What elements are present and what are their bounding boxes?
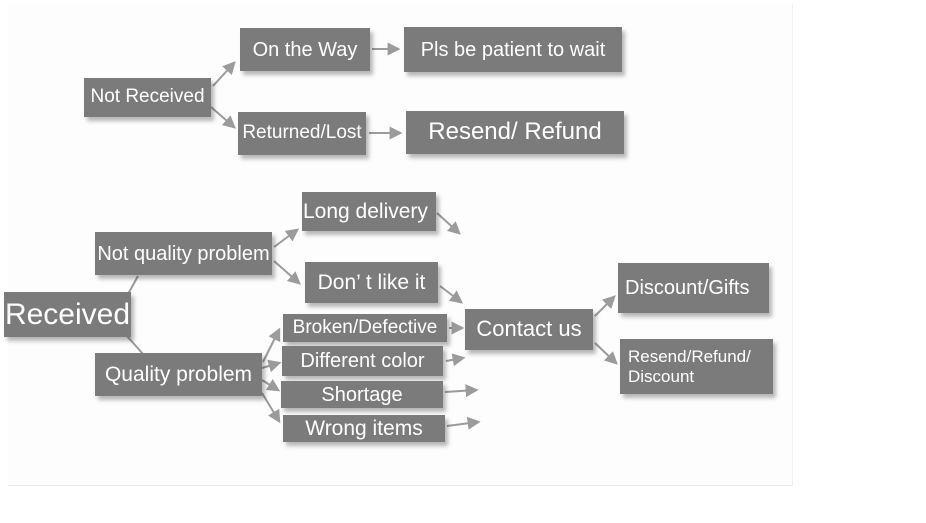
node-pls-be-patient: Pls be patient to wait [404, 27, 622, 72]
node-not-quality-problem: Not quality problem [95, 232, 272, 275]
node-discount-gifts: Discount/Gifts [618, 263, 769, 313]
node-wrong-items: Wrong items [283, 415, 445, 442]
node-different-color: Different color [282, 346, 443, 376]
node-long-delivery: Long delivery [302, 192, 436, 231]
node-dont-like-it: Don’ t like it [305, 262, 438, 303]
node-quality-problem: Quality problem [95, 353, 262, 396]
node-returned-lost: Returned/Lost [238, 112, 366, 155]
node-resend-refund: Resend/ Refund [406, 111, 624, 154]
node-on-the-way: On the Way [240, 28, 370, 71]
node-broken-defective: Broken/Defective [283, 314, 447, 342]
node-contact-us: Contact us [465, 309, 593, 350]
node-received: Received [4, 292, 131, 337]
node-shortage: Shortage [281, 381, 443, 408]
node-resend-refund-discount: Resend/Refund/ Discount [620, 339, 773, 394]
node-not-received: Not Received [84, 78, 211, 117]
